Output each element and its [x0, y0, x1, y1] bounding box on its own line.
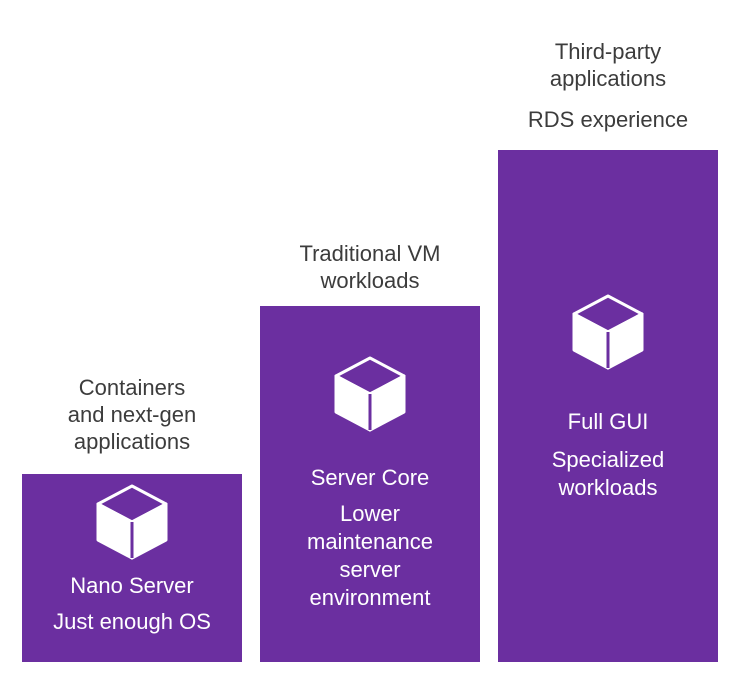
- tier-desc-line: maintenance: [307, 529, 433, 554]
- header-line: workloads: [320, 268, 420, 293]
- header-line: Third-party: [554, 39, 662, 64]
- header-line: applications: [73, 429, 191, 454]
- tier-title: Full GUI: [567, 409, 649, 434]
- tier-nano-box: Nano Server Just enough OS: [22, 474, 242, 662]
- tier-title: Server Core: [310, 465, 430, 490]
- tier-desc-line: server: [339, 557, 401, 582]
- tier-desc-line: Just enough OS: [53, 609, 211, 634]
- tier-desc-line: Lower: [340, 501, 400, 526]
- cube-icon: [572, 294, 644, 370]
- tier-gui-header: Third-party applications RDS experience: [498, 38, 718, 133]
- tier-core-box: Server Core Lower maintenance server env…: [260, 306, 480, 662]
- tier-nano-header: Containers and next-gen applications: [22, 374, 242, 455]
- header-line: applications: [549, 66, 667, 91]
- tier-title: Nano Server: [70, 573, 194, 598]
- cube-icon: [96, 484, 168, 560]
- tier-desc-line: environment: [309, 585, 431, 610]
- header-line: and next-gen: [67, 402, 197, 427]
- tier-core-header: Traditional VM workloads: [260, 240, 480, 294]
- tier-gui-box: Full GUI Specialized workloads: [498, 150, 718, 662]
- tier-desc-line: Specialized: [551, 447, 665, 472]
- tier-desc-line: workloads: [558, 475, 658, 500]
- header-extra: RDS experience: [527, 107, 689, 132]
- header-line: Traditional VM: [299, 241, 441, 266]
- header-line: Containers: [78, 375, 186, 400]
- cube-icon: [334, 356, 406, 432]
